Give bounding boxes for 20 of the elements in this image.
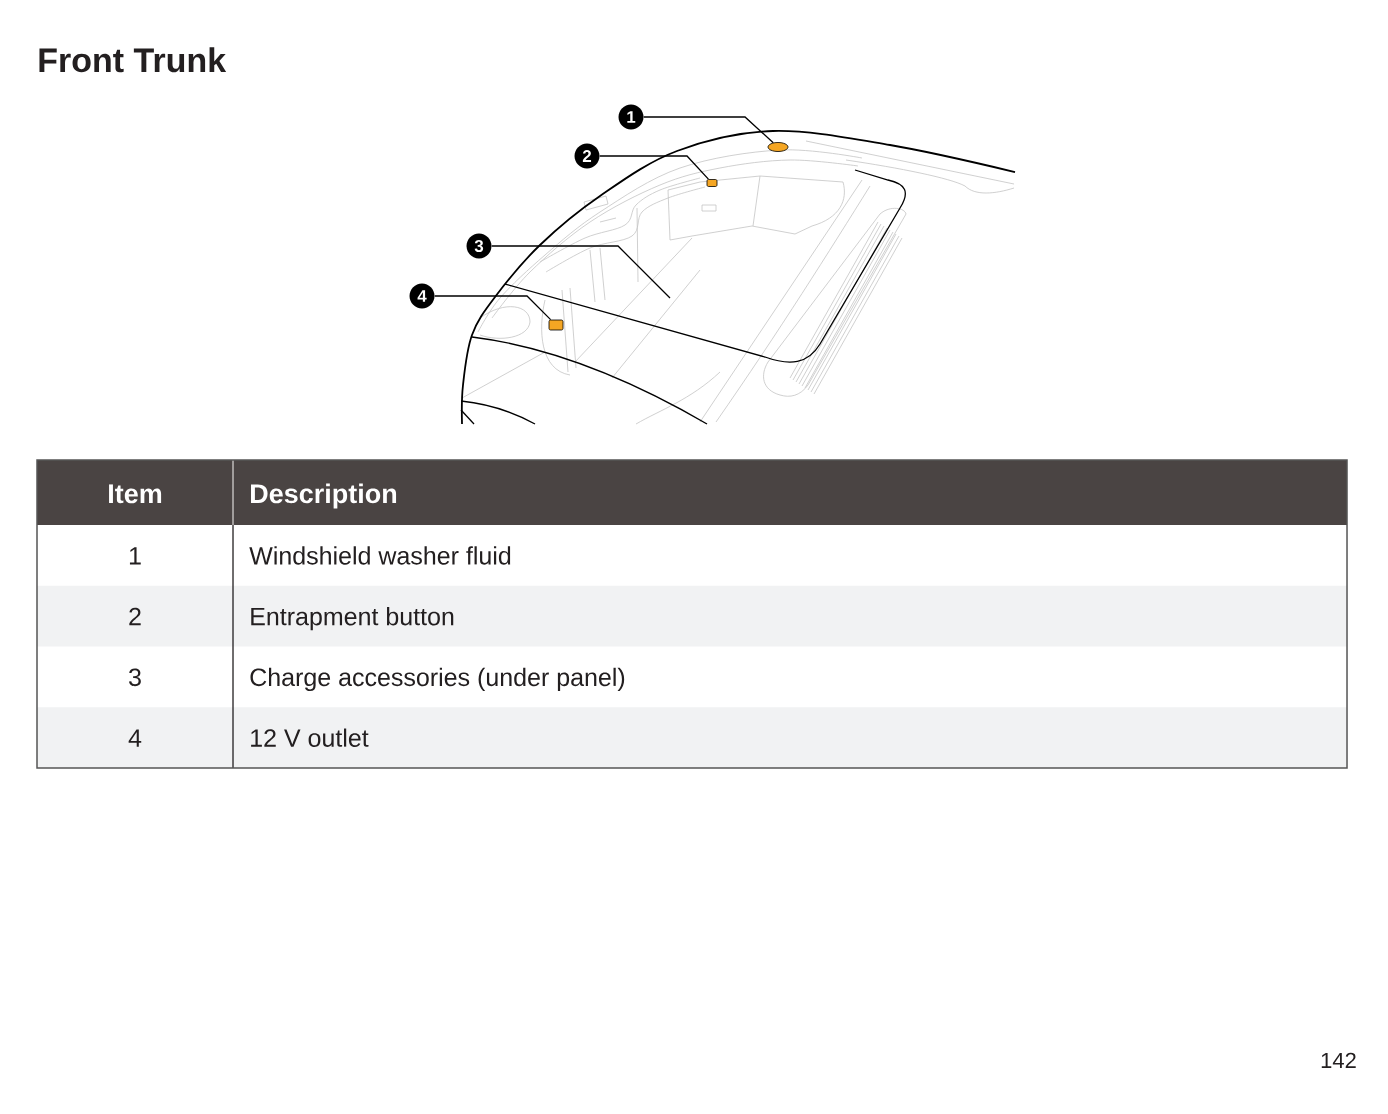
leader-line: [643, 116, 774, 144]
table-cell: 4: [37, 707, 233, 768]
callout-number: 3: [466, 233, 492, 259]
callout-number: 1: [618, 104, 644, 130]
page-number: 142: [1321, 1052, 1356, 1068]
leader-line: [434, 295, 552, 321]
filler-cap: [767, 142, 789, 152]
leader-line: [491, 245, 671, 299]
callout-number: 2: [574, 143, 600, 169]
title: Front Trunk: [39, 47, 227, 73]
table-cell: 2: [37, 585, 233, 647]
callout-number: 4: [409, 283, 435, 309]
table-text: 3: [129, 668, 141, 687]
table-text: Windshield washer fluid: [249, 546, 511, 565]
table-text: 1: [129, 547, 141, 565]
power-outlet: [548, 319, 564, 331]
button: [706, 179, 718, 187]
table-text: Charge accessories (under panel): [250, 667, 625, 692]
table-header-cell: Item: [37, 460, 233, 525]
leader-line: [599, 155, 710, 180]
